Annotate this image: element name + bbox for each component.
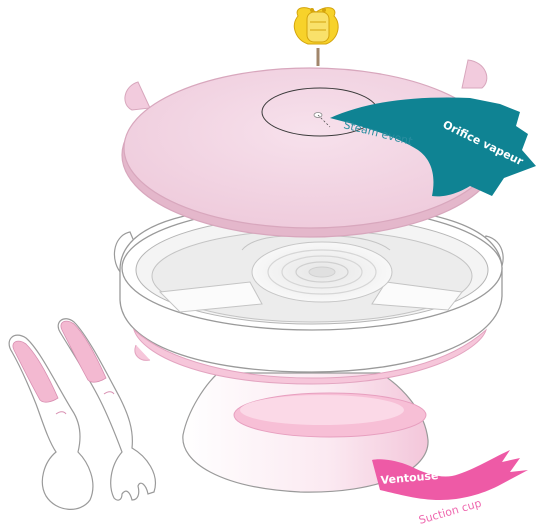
- suction-cup-label-en: Suction cup: [417, 497, 483, 527]
- butterfly-knob-icon: [294, 8, 338, 66]
